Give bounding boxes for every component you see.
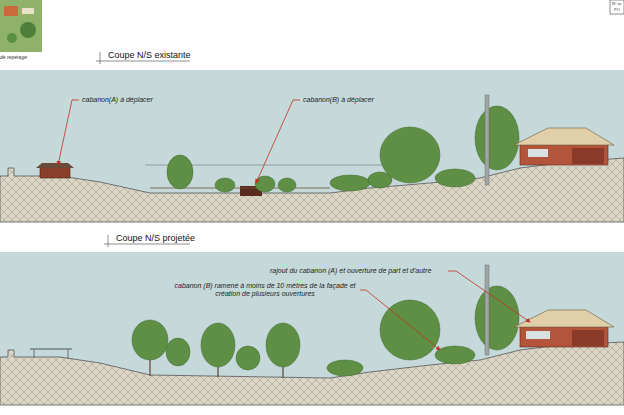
callout-note: cabanon (B) ramené à moins de 10 mètres …: [170, 282, 360, 299]
section-heading: Coupe N/S existante: [108, 50, 191, 60]
callout-note: cabanon(A) à déplacer: [82, 96, 153, 103]
sheet-number: N° ac: [612, 1, 622, 6]
callout-note: cabanon(B) à déplacer: [303, 96, 374, 103]
section-heading: Coupe N/S projetée: [116, 233, 195, 243]
sheet-code: PO: [614, 7, 620, 12]
callout-note: rajout du cabanon (A) et ouverture de pa…: [270, 267, 431, 274]
plan-caption: de repérage: [0, 54, 27, 60]
